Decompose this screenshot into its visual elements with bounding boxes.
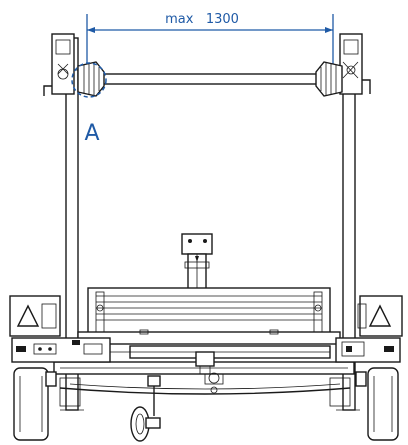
bracket-plate xyxy=(181,233,213,255)
right-post-head xyxy=(339,33,363,95)
left-handle xyxy=(43,85,52,96)
right-head-cross xyxy=(342,61,359,79)
detail-circle xyxy=(71,62,107,98)
right-handle xyxy=(362,79,371,94)
cross-tube-assembly xyxy=(77,61,343,97)
bed-crossmember xyxy=(77,331,341,345)
dimension-arrow-left xyxy=(87,27,95,33)
cross-tube xyxy=(99,73,321,85)
left-head-plate xyxy=(55,39,71,55)
left-post-head xyxy=(51,33,75,95)
left-head-cross xyxy=(57,63,69,75)
left-tyre xyxy=(13,367,49,441)
left-bellows xyxy=(77,61,105,97)
left-warning-triangle xyxy=(16,304,40,327)
leaf-spring xyxy=(59,387,351,395)
right-warning-triangle xyxy=(368,304,392,327)
trailer-bed xyxy=(77,287,341,359)
right-head-plate xyxy=(343,39,359,55)
right-bellows xyxy=(315,61,343,97)
left-post xyxy=(43,33,80,411)
axle-assembly xyxy=(53,351,355,395)
jockey-wheel xyxy=(130,375,161,442)
left-light-bar xyxy=(11,337,111,363)
center-bracket xyxy=(181,233,213,291)
dimension-arrow-right xyxy=(325,27,333,33)
right-tyre xyxy=(367,367,399,441)
right-post xyxy=(339,33,371,411)
bed-frame xyxy=(87,287,331,339)
left-wheel-assembly xyxy=(9,295,111,441)
width-dimension: max 1300 xyxy=(86,12,334,70)
left-fender xyxy=(9,295,61,337)
dimension-label: max 1300 xyxy=(165,12,239,27)
detail-label: A xyxy=(84,121,99,146)
detail-callout-a: A xyxy=(71,62,107,146)
hitch-coupler xyxy=(195,351,215,367)
right-head-bolt xyxy=(346,65,356,75)
right-wheel-assembly xyxy=(329,295,403,441)
